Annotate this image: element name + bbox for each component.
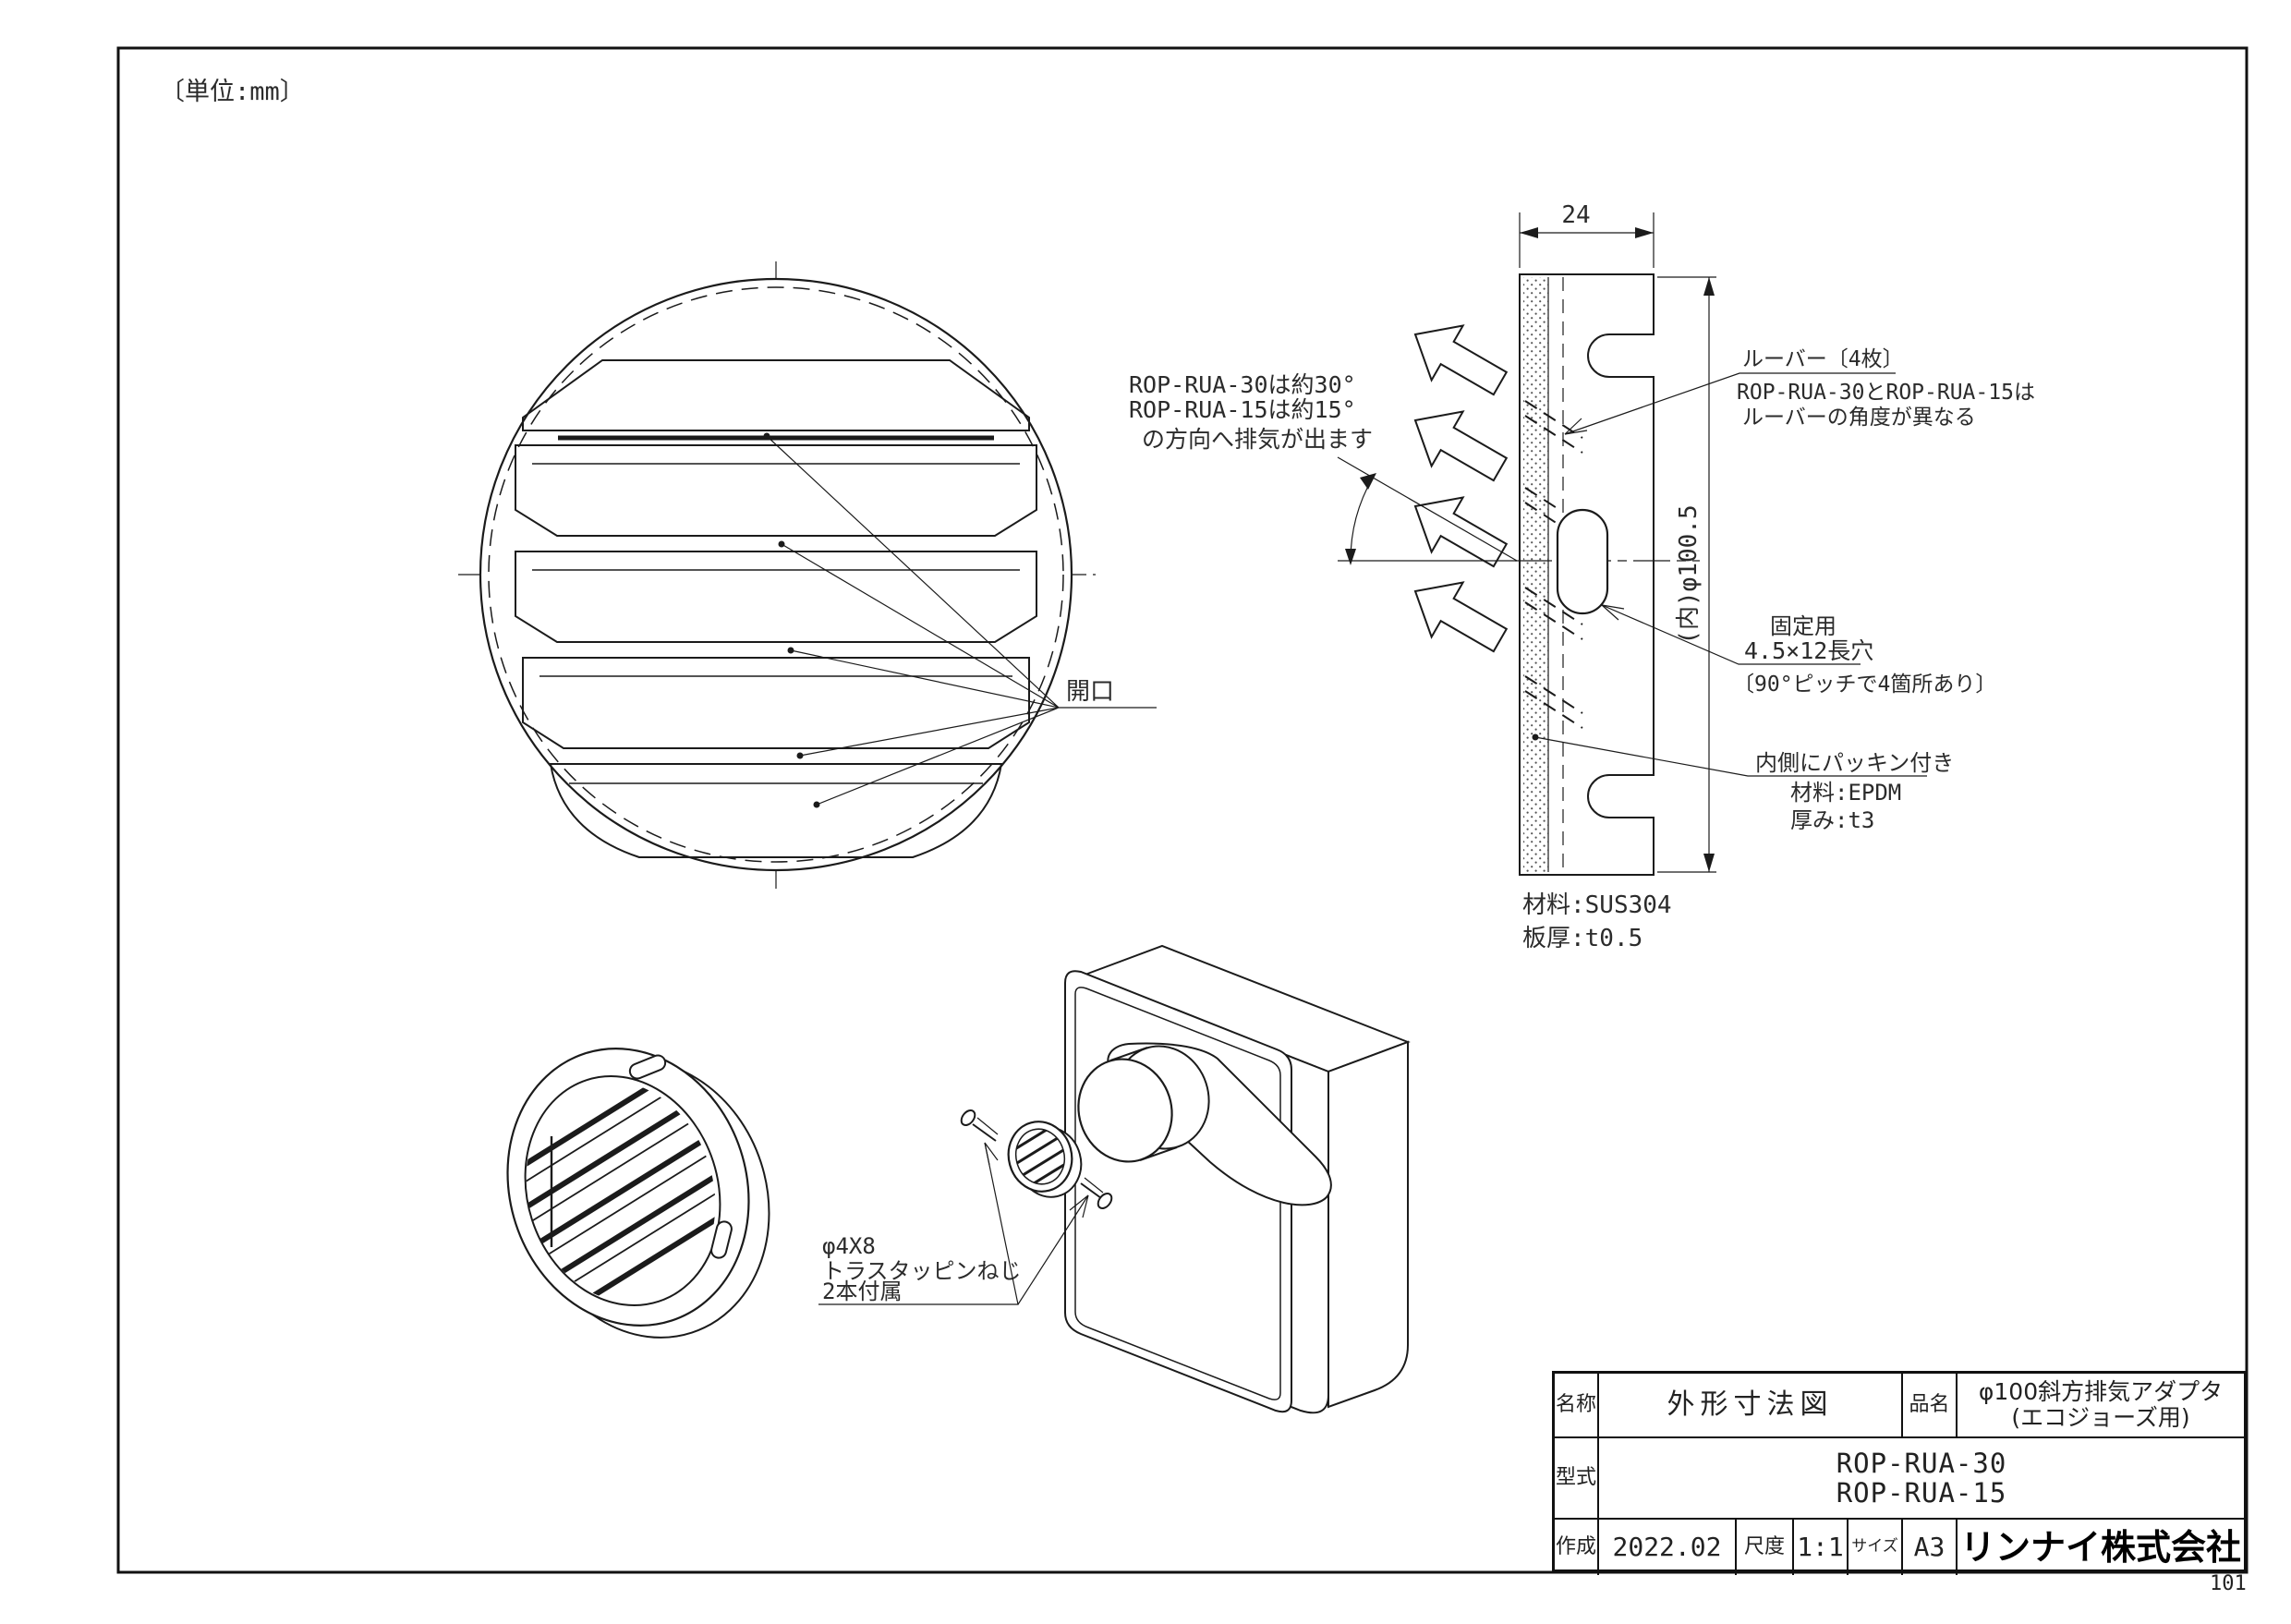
packing-note-title: 内側にパッキン付き <box>1755 750 1954 776</box>
exhaust-arrow-icon <box>1413 496 1509 568</box>
pipe-top-edge <box>1109 1047 1148 1061</box>
units-note: 〔単位:mm〕 <box>160 78 305 106</box>
hole-note-line1: 固定用 <box>1770 613 1836 639</box>
heater-right-face <box>1327 1040 1409 1409</box>
assembly-view <box>960 944 1411 1414</box>
title-scale-label: 尺度 <box>1735 1518 1792 1575</box>
front-view: 開口 <box>458 261 1157 889</box>
screw-note-line1: φ4X8 <box>822 1233 876 1259</box>
title-company: リンナイ株式会社 <box>1956 1518 2244 1575</box>
vent-inner-dashed-circle <box>488 286 1064 863</box>
exhaust-note-line2: ROP-RUA-15は約15° <box>1129 396 1356 423</box>
packing-note-line1: 材料:EPDM <box>1790 780 1901 806</box>
sheet-frame <box>116 46 2249 1574</box>
dim-24-text: 24 <box>1561 201 1590 229</box>
angle-indicator <box>1337 456 1518 565</box>
hole-note-line3: 〔90°ピッチで4箇所あり〕 <box>1733 673 1996 697</box>
packing-strip <box>1523 277 1548 872</box>
opening-label: 開口 <box>1066 678 1114 706</box>
louver-hood <box>522 359 1030 431</box>
louver-note-line2: ルーバーの角度が異なる <box>1742 406 1976 430</box>
exhaust-direction-note: ROP-RUA-30は約30° ROP-RUA-15は約15° の方向へ排気が出… <box>1129 371 1373 453</box>
material-line1: 材料:SUS304 <box>1522 891 1672 919</box>
exhaust-arrow-icon <box>1413 410 1509 482</box>
title-created-value: 2022.02 <box>1597 1518 1735 1575</box>
heater-flange-inner <box>1074 987 1281 1400</box>
cap-louvers <box>498 1070 744 1314</box>
exhaust-arrow-icon <box>1413 581 1509 653</box>
title-model-value: ROP-RUA-30 ROP-RUA-15 <box>1597 1436 2244 1518</box>
title-scale-value: 1:1 <box>1792 1518 1847 1575</box>
screw-note-line2: トラスタッピンねじ <box>822 1258 1022 1284</box>
cap-slot-top <box>628 1054 667 1080</box>
exhaust-note-line1: ROP-RUA-30は約30° <box>1129 371 1356 398</box>
louver-band-bottom <box>549 763 1003 858</box>
packing-note-line2: 厚み:t3 <box>1790 807 1874 833</box>
title-name-label: 名称 <box>1555 1392 1596 1416</box>
title-product-value: φ100斜方排気アダプタ (エコジョーズ用) <box>1956 1374 2244 1436</box>
material-line2: 板厚:t0.5 <box>1522 925 1642 952</box>
screw-note-line3: 2本付属 <box>822 1279 902 1304</box>
product-line2: (エコジョーズ用) <box>2011 1404 2190 1431</box>
exhaust-arrow-icon <box>1413 324 1509 396</box>
isometric-cap <box>498 1048 770 1339</box>
dimension-width-24: 24 <box>1519 201 1655 268</box>
dim-diameter-text: (内)φ100.5 <box>1675 504 1703 644</box>
exhaust-note-line3: の方向へ排気が出ます <box>1142 426 1373 453</box>
page-number: 101 <box>2210 1572 2247 1595</box>
model-line2: ROP-RUA-15 <box>1836 1477 2007 1509</box>
louver-note-title: ルーバー〔4枚〕 <box>1742 347 1904 371</box>
title-size-label: サイズ <box>1847 1518 1901 1575</box>
louver-band-1 <box>515 444 1037 537</box>
hole-note-line2: 4.5×12長穴 <box>1744 637 1873 664</box>
packing-note: 内側にパッキン付き 材料:EPDM 厚み:t3 <box>1532 733 1954 833</box>
louver-note: ルーバー〔4枚〕 ROP-RUA-30とROP-RUA-15は ルーバーの角度が… <box>1564 347 2035 435</box>
louver-band-2 <box>515 551 1037 643</box>
screw-1 <box>960 1109 999 1142</box>
side-view <box>1515 273 1700 876</box>
louver-note-line1: ROP-RUA-30とROP-RUA-15は <box>1737 381 2035 405</box>
title-block: 名称 外形寸法図 品名 φ100斜方排気アダプタ (エコジョーズ用) 型式 RO… <box>1552 1371 2247 1575</box>
screw-note: φ4X8 トラスタッピンねじ 2本付属 <box>818 1142 1089 1305</box>
louver-hidden-lines <box>1524 400 1583 729</box>
model-line1: ROP-RUA-30 <box>1836 1447 2007 1479</box>
title-name-value: 外形寸法図 <box>1597 1374 1901 1436</box>
cap-slot-right <box>710 1220 733 1259</box>
vent-outline-circle <box>479 277 1073 872</box>
dimension-diameter: (内)φ100.5 <box>1657 276 1716 873</box>
title-model-label: 型式 <box>1555 1436 1597 1518</box>
plate-outline <box>1519 273 1655 876</box>
opening-leaders <box>763 432 1157 808</box>
pipe-front <box>1077 1058 1173 1163</box>
fixing-hole-note: 固定用 4.5×12長穴 〔90°ピッチで4箇所あり〕 <box>1601 604 1996 697</box>
material-note: 材料:SUS304 板厚:t0.5 <box>1522 891 1672 952</box>
title-created-label: 作成 <box>1555 1518 1597 1575</box>
fixing-slot <box>1556 508 1609 615</box>
title-size-value: A3 <box>1901 1518 1956 1575</box>
exhaust-arrows <box>1413 324 1509 653</box>
title-product-label: 品名 <box>1901 1374 1956 1436</box>
product-line1: φ100斜方排気アダプタ <box>1978 1378 2224 1405</box>
louver-band-3 <box>522 657 1030 749</box>
screw-2 <box>1080 1177 1113 1209</box>
